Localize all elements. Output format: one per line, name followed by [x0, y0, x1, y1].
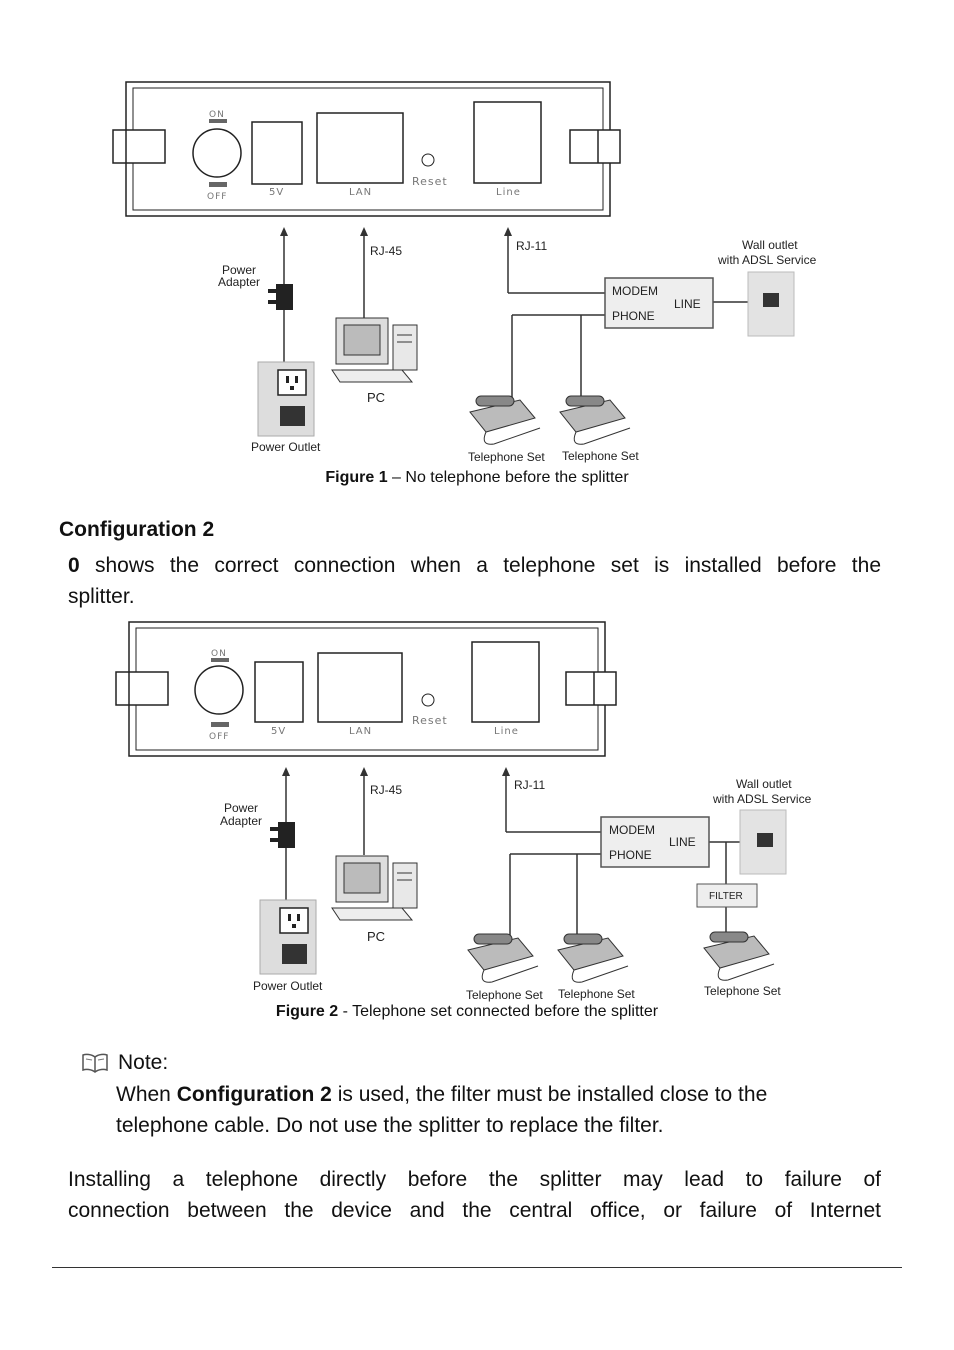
intro-paragraph-line-1: 0 shows the correct connection when a te…: [68, 550, 881, 581]
connection-lines: [280, 227, 748, 398]
reset-label: Reset: [412, 175, 448, 188]
line-port-label: Line: [494, 726, 519, 737]
intro-text: shows the correct connection when a tele…: [79, 554, 881, 577]
wall-outlet-icon: [747, 271, 795, 337]
figure-2-diagram: ON OFF 5V LAN Reset Line Power Adapter: [0, 610, 954, 1006]
wall-outlet-label-2: with ADSL Service: [712, 792, 812, 806]
on-label: ON: [211, 649, 227, 659]
power-adapter-label-2: Adapter: [218, 275, 260, 289]
filter-box: [696, 883, 758, 908]
figure-2-caption: Figure 2 - Telephone set connected befor…: [0, 1003, 944, 1021]
telephone-icon: [469, 395, 541, 445]
lan-port-label: LAN: [349, 726, 372, 737]
power-outlet-icon: [257, 361, 315, 437]
telephone-icon: [467, 933, 539, 983]
power-outlet-label: Power Outlet: [253, 979, 323, 993]
wall-outlet-label-1: Wall outlet: [736, 777, 792, 791]
figure-1-svg: ON OFF 5V LAN Reset Line Power Adapter: [112, 81, 817, 464]
rj45-label: RJ-45: [370, 783, 402, 797]
power-adapter-icon: [270, 822, 295, 848]
wall-outlet-label-2: with ADSL Service: [717, 253, 817, 267]
figure-2-caption-text: - Telephone set connected before the spl…: [338, 1003, 659, 1020]
rj11-label: RJ-11: [516, 239, 547, 253]
off-label: OFF: [207, 192, 227, 202]
telephone-label-2: Telephone Set: [558, 987, 635, 1001]
on-label: ON: [209, 110, 225, 120]
lan-port-label: LAN: [349, 187, 372, 198]
telephone-label-1: Telephone Set: [468, 450, 545, 464]
wall-outlet-icon: [739, 809, 787, 875]
note-line-2: telephone cable. Do not use the splitter…: [116, 1114, 664, 1137]
power-adapter-icon: [268, 284, 293, 310]
power-adapter-label-1: Power: [224, 801, 258, 815]
note-text-b: Configuration 2: [176, 1083, 332, 1106]
pc-icon: [331, 317, 418, 383]
book-icon: [82, 1053, 108, 1073]
filter-label: FILTER: [709, 891, 743, 902]
note-text-c: is used, the filter must be installed cl…: [331, 1083, 768, 1106]
splitter-modem-label: MODEM: [609, 823, 655, 837]
pc-label: PC: [367, 390, 385, 405]
splitter-line-label: LINE: [674, 297, 701, 311]
section-heading: Configuration 2: [59, 518, 215, 541]
splitter-modem-label: MODEM: [612, 284, 658, 298]
figure-reference: 0: [68, 554, 80, 577]
closing-line-1: Installing a telephone directly before t…: [68, 1168, 881, 1191]
device-back-panel: [112, 81, 621, 217]
figure-2-svg: ON OFF 5V LAN Reset Line Power Adapter: [115, 621, 812, 1002]
telephone-label-3: Telephone Set: [704, 984, 781, 998]
reset-label: Reset: [412, 714, 448, 727]
line-port-label: Line: [496, 187, 521, 198]
pc-label: PC: [367, 929, 385, 944]
wall-outlet-label-1: Wall outlet: [742, 238, 798, 252]
device-back-panel: [115, 621, 617, 757]
note-text-a: When: [116, 1083, 177, 1106]
power-port-label: 5V: [269, 187, 284, 198]
power-outlet-icon: [259, 899, 317, 975]
figure-2-caption-label: Figure 2: [275, 1003, 339, 1020]
note-line-1: When Configuration 2 is used, the filter…: [116, 1079, 767, 1110]
figure-1-caption-label: Figure 1: [325, 469, 388, 486]
note-title: Note:: [118, 1051, 169, 1074]
rj45-label: RJ-45: [370, 244, 402, 258]
telephone-icon: [559, 395, 631, 445]
splitter-box: [604, 277, 714, 329]
splitter-phone-label: PHONE: [612, 309, 655, 323]
power-port-label: 5V: [271, 726, 286, 737]
intro-paragraph-line-2: splitter.: [68, 585, 135, 608]
pc-icon: [331, 855, 418, 921]
telephone-label-1: Telephone Set: [466, 988, 543, 1002]
footer-rule: [52, 1267, 902, 1268]
splitter-box: [600, 816, 710, 868]
telephone-label-2: Telephone Set: [562, 449, 639, 463]
telephone-icon: [703, 931, 775, 981]
power-adapter-label-2: Adapter: [220, 814, 262, 828]
telephone-icon: [557, 933, 629, 983]
power-outlet-label: Power Outlet: [251, 440, 321, 454]
closing-line-2: connection between the device and the ce…: [68, 1199, 881, 1222]
note-header: Note:: [82, 1047, 168, 1078]
power-adapter-label-1: Power: [222, 263, 256, 277]
splitter-line-label: LINE: [669, 835, 696, 849]
figure-1-caption: Figure 1 – No telephone before the split…: [0, 469, 954, 487]
figure-1-diagram: ON OFF 5V LAN Reset Line Power Adapter: [0, 70, 954, 470]
splitter-phone-label: PHONE: [609, 848, 652, 862]
figure-1-caption-text: – No telephone before the splitter: [387, 469, 629, 486]
off-label: OFF: [209, 732, 229, 742]
rj11-label: RJ-11: [514, 778, 545, 792]
